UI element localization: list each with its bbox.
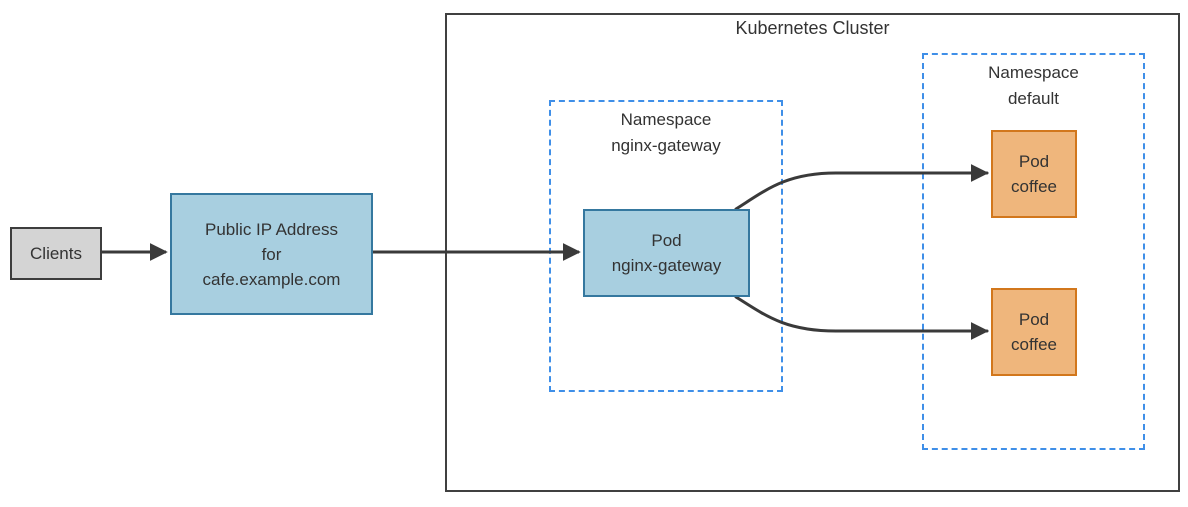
kubernetes-cluster-title: Kubernetes Cluster — [735, 18, 890, 38]
pod-coffee-node-1: Pod coffee — [991, 130, 1077, 218]
namespace-default-box: Namespace default — [922, 53, 1145, 450]
namespace-nginx-gateway-box: Namespace nginx-gateway — [549, 100, 783, 392]
clients-node: Clients — [10, 227, 102, 280]
namespace-default-label: Namespace default — [988, 63, 1079, 108]
namespace-nginx-gateway-label: Namespace nginx-gateway — [611, 110, 721, 155]
public-ip-node: Public IP Address for cafe.example.com — [170, 193, 373, 315]
pod-nginx-gateway-node: Pod nginx-gateway — [583, 209, 750, 297]
pod-coffee-node-2: Pod coffee — [991, 288, 1077, 376]
